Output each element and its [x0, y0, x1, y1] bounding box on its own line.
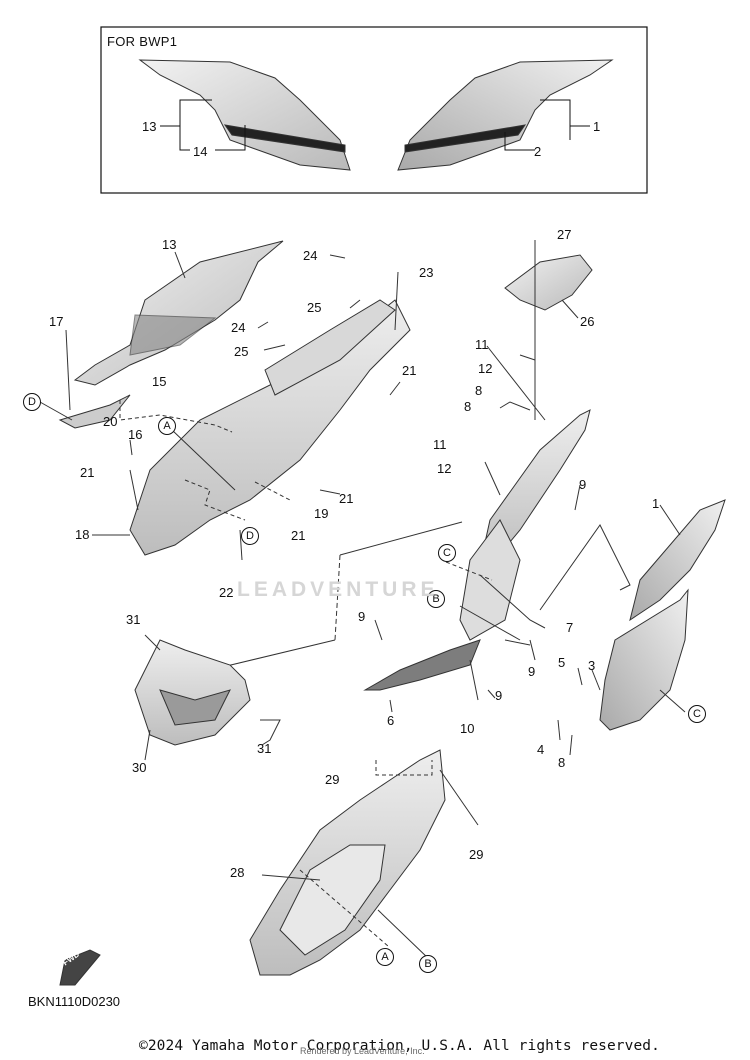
- callout-26: 26: [580, 314, 595, 329]
- callout-6: 6: [387, 713, 395, 728]
- callout-10: 10: [460, 721, 475, 736]
- inset-cowl-right: [397, 59, 614, 171]
- callout-8-c: 8: [558, 755, 566, 770]
- ref-circle-d: D: [23, 393, 41, 411]
- callout-21-c: 21: [339, 491, 354, 506]
- callout-5: 5: [558, 655, 566, 670]
- watermark: LEADVENTURE: [237, 578, 439, 601]
- callout-29-b: 29: [469, 847, 484, 862]
- inset-title: FOR BWP1: [107, 34, 178, 49]
- callout-9: 9: [579, 477, 587, 492]
- callout-11: 11: [475, 337, 489, 352]
- callout-2-inset: 2: [534, 144, 542, 159]
- callout-1-inset: 1: [593, 119, 601, 134]
- callout-7: 7: [566, 620, 574, 635]
- callout-8-b: 8: [464, 399, 472, 414]
- callout-20: 20: [103, 414, 118, 429]
- callout-21-b: 21: [80, 465, 95, 480]
- fwd-arrow-shape: [59, 949, 101, 986]
- callout-9-c: 9: [528, 664, 536, 679]
- ref-circle-b: B: [427, 590, 445, 608]
- callout-8: 8: [475, 383, 483, 398]
- callout-16: 16: [128, 427, 143, 442]
- callout-22: 22: [219, 585, 234, 600]
- callout-14-inset: 14: [193, 144, 208, 159]
- copyright-notice: ©2024 Yamaha Motor Corporation, U.S.A. A…: [139, 1038, 660, 1054]
- callout-15: 15: [152, 374, 167, 389]
- part-13-cowl: [73, 240, 284, 386]
- part-30-cover: [134, 639, 251, 746]
- callout-1: 1: [652, 496, 660, 511]
- callout-3: 3: [588, 658, 596, 673]
- callout-29: 29: [325, 772, 340, 787]
- callout-25: 25: [307, 300, 322, 315]
- ref-circle-a: A: [158, 417, 176, 435]
- callout-19: 19: [314, 506, 329, 521]
- callout-11-b: 11: [433, 437, 447, 452]
- ref-circle-d-b: D: [241, 527, 259, 545]
- callout-23: 23: [419, 265, 434, 280]
- callout-12: 12: [478, 361, 493, 376]
- ref-circle-c: C: [438, 544, 456, 562]
- ref-circle-a-b: A: [376, 948, 394, 966]
- inset-stripe-left: [223, 124, 346, 153]
- part-1-lower: [599, 588, 689, 731]
- callout-25-b: 25: [234, 344, 249, 359]
- callout-24: 24: [303, 248, 318, 263]
- callout-21: 21: [402, 363, 417, 378]
- inset-cowl-left: [138, 59, 351, 171]
- part-18-frame: [129, 299, 411, 556]
- callout-12-b: 12: [437, 461, 452, 476]
- callout-17: 17: [49, 314, 64, 329]
- inset-stripe-right: [404, 124, 527, 153]
- callout-13: 13: [162, 237, 177, 252]
- callout-4: 4: [537, 742, 545, 757]
- callout-9-b: 9: [358, 609, 366, 624]
- ref-circle-c-b: C: [688, 705, 706, 723]
- diagram-code: BKN1110D0230: [28, 994, 121, 1009]
- callout-31-b: 31: [257, 741, 272, 756]
- callout-27: 27: [557, 227, 572, 242]
- callout-30: 30: [132, 760, 147, 775]
- part-26-cover: [504, 254, 593, 311]
- callout-24-b: 24: [231, 320, 246, 335]
- ref-circle-b-b: B: [419, 955, 437, 973]
- callout-31: 31: [126, 612, 141, 627]
- part-1-cowl: [629, 499, 726, 622]
- callout-18: 18: [75, 527, 90, 542]
- part-6-bracket: [363, 639, 481, 691]
- callout-13-inset: 13: [142, 119, 157, 134]
- callout-9-d: 9: [495, 688, 503, 703]
- callout-28: 28: [230, 865, 245, 880]
- rendered-by-note: Rendered by LeadVenture, Inc.: [300, 1046, 425, 1056]
- inset-frame: [100, 26, 648, 194]
- callout-21-d: 21: [291, 528, 306, 543]
